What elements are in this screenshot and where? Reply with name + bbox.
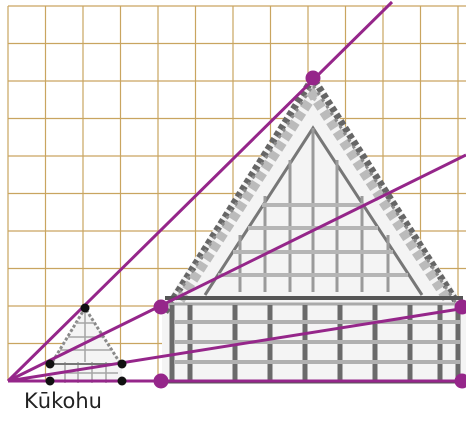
small-point-apex	[81, 304, 90, 313]
small-house-caption: Kūkohu	[0, 383, 126, 420]
small-point-right-eave	[118, 360, 127, 369]
large-point-apex	[306, 71, 321, 86]
small-point-left-eave	[46, 360, 55, 369]
large-point-left-base	[154, 374, 169, 389]
large-point-left-eave	[154, 300, 169, 315]
